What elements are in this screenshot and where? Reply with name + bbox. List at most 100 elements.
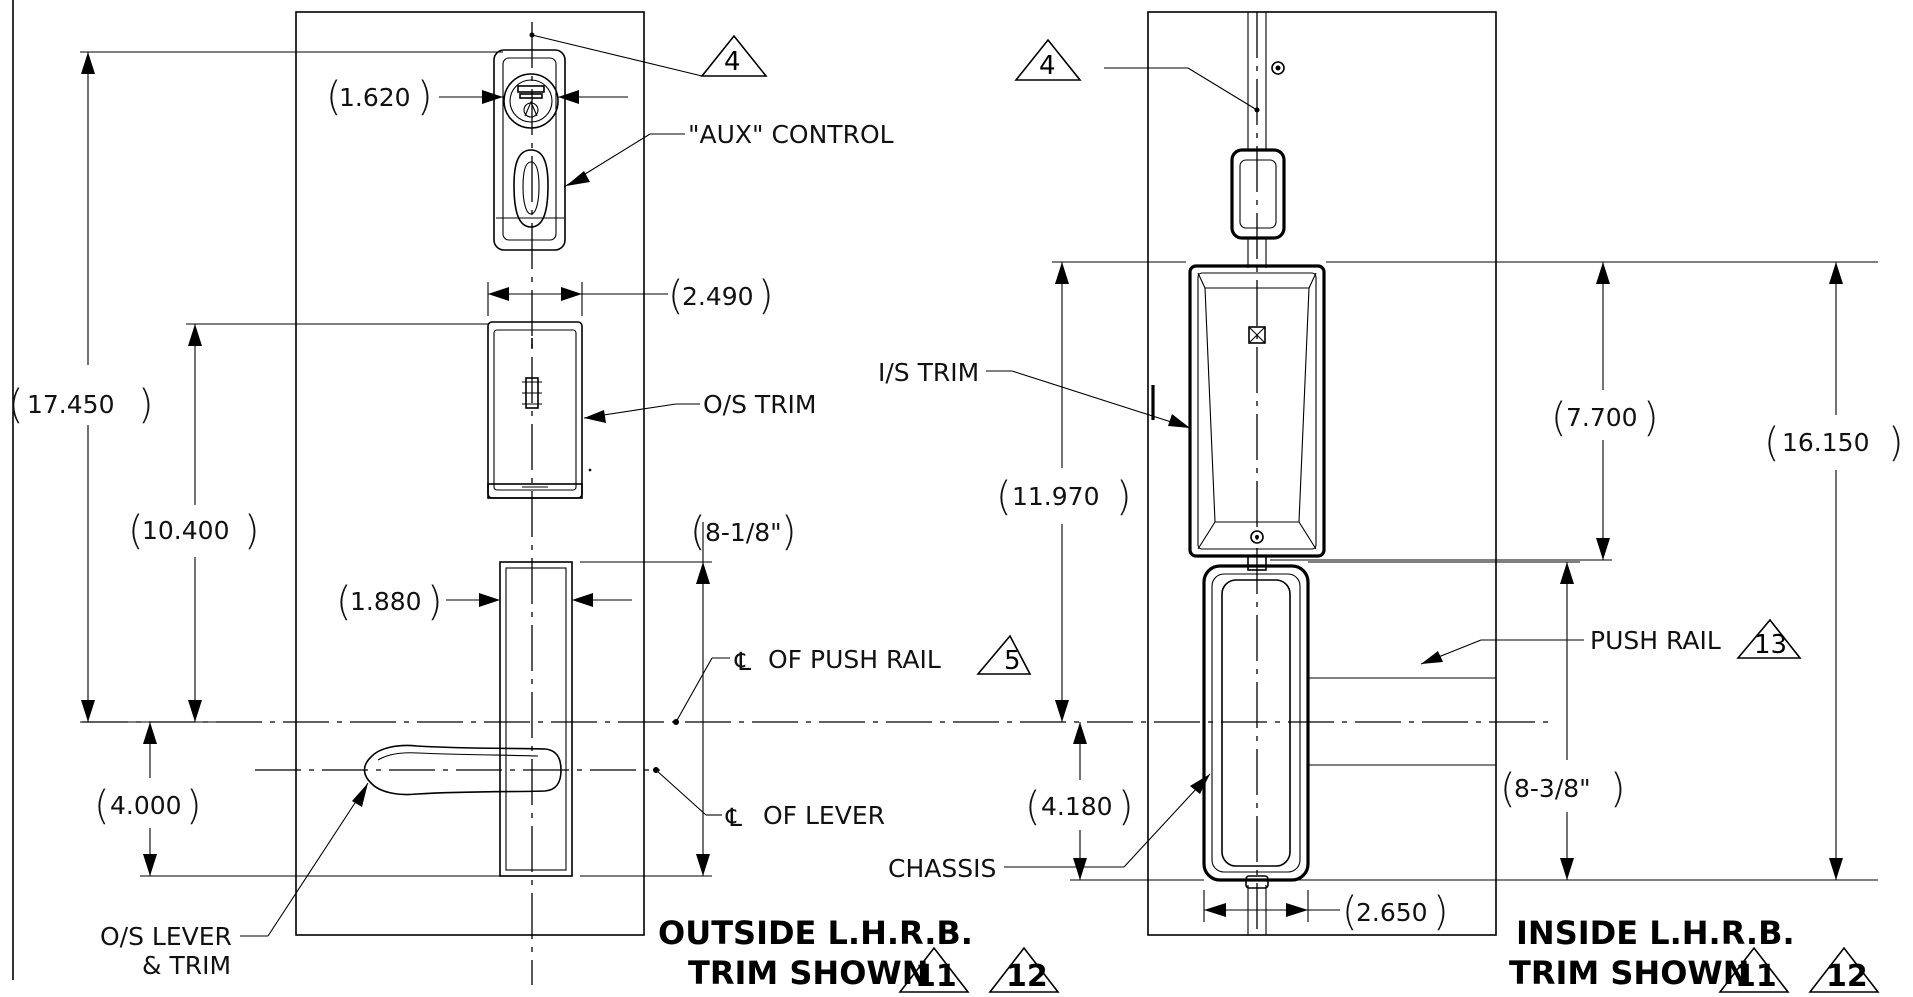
callout-push-rail-text: PUSH RAIL [1590,626,1721,655]
trim-connector [1247,555,1267,571]
svg-text:): ) [244,508,260,554]
dim-overall-height-inside-text: 16.150 [1782,428,1869,457]
outside-title-ref-1: 11 [915,959,957,994]
svg-text:): ) [186,783,202,829]
dim-lever-width: ( 1.880 ) [336,579,632,625]
callout-os-lever-line1: O/S LEVER [100,922,232,951]
callout-top-ref-inside: 4 [1014,38,1260,113]
dim-chassis-height: ( 11.970 ) [996,261,1186,722]
callout-push-rail-center: ℄ OF PUSH RAIL 5 [673,634,1032,725]
callout-is-trim-text: I/S TRIM [878,358,979,387]
svg-text:): ) [1433,889,1449,935]
callout-chassis-text: CHASSIS [888,854,996,883]
inside-door-panel [1147,11,1497,936]
callout-os-trim: O/S TRIM [583,390,817,423]
svg-text:(: ( [1551,395,1567,441]
svg-text:): ) [781,509,797,555]
svg-text:(: ( [1500,766,1516,812]
inside-title-line2: TRIM SHOWN [1509,954,1749,992]
centerline-symbol-rail: ℄ [734,647,751,676]
dim-key-width: ( 1.620 ) [326,74,628,120]
callout-aux-control-text: "AUX" CONTROL [688,120,894,149]
callout-lever-center: ℄ OF LEVER [653,767,885,832]
dim-is-trim-height-text: 7.700 [1566,403,1638,432]
callout-chassis: CHASSIS [888,773,1211,883]
callout-push-rail: PUSH RAIL 13 [1420,618,1802,665]
dim-key-width-text: 1.620 [339,83,411,112]
outside-door-panel [295,11,645,936]
dim-chassis-width-text: 2.650 [1356,898,1428,927]
svg-text:): ) [1888,420,1904,466]
svg-text:): ) [138,382,154,428]
lever-rose-plate [499,561,573,877]
dim-trim-height-outside-text: 10.400 [142,516,229,545]
callout-aux-control: "AUX" CONTROL [563,120,894,188]
dim-trim-width: ( 2.490 ) [487,273,774,319]
aux-control-module [493,49,566,251]
callout-os-trim-text: O/S TRIM [703,390,817,419]
callout-top-ref-outside-num: 4 [724,47,741,77]
dim-lever-height-text: 8-1/8" [705,518,782,547]
dim-chassis-width: ( 2.650 ) [1203,889,1449,935]
dim-overall-height-inside: ( 16.150 ) [1270,261,1904,881]
centerline-symbol-lever: ℄ [725,803,742,832]
inside-title-ref-1: 11 [1735,959,1777,994]
dim-lever-offset-text: 4.000 [110,791,182,820]
inside-title-line1: INSIDE L.H.R.B. [1516,914,1795,952]
svg-text:(: ( [8,382,24,428]
outside-view: ( 1.620 ) ( 2.490 ) ( 17.450 ) [8,11,1555,994]
svg-text:): ) [1116,474,1132,520]
dim-overall-height-outside: ( 17.450 ) [8,51,503,723]
svg-text:): ) [417,74,433,120]
dim-chassis-offset: ( 4.180 ) [1025,722,1204,881]
svg-text:(: ( [996,474,1012,520]
outside-title-ref-2: 12 [1006,959,1048,994]
top-screw [1271,61,1285,75]
dim-lever-offset: ( 4.000 ) [94,722,500,877]
dim-overall-height-outside-text: 17.450 [27,390,114,419]
svg-text:(: ( [1342,889,1358,935]
callout-top-ref-inside-num: 4 [1039,51,1056,81]
push-rail-body [1308,677,1496,766]
dim-trim-width-text: 2.490 [682,282,754,311]
dim-is-trim-height: ( 7.700 ) [1270,261,1659,561]
svg-text:): ) [427,579,443,625]
inside-aux-module [1230,148,1286,240]
callout-push-rail-ref: 13 [1754,630,1787,660]
svg-text:): ) [1118,784,1134,830]
svg-text:(: ( [128,508,144,554]
svg-text:): ) [1610,766,1626,812]
callout-top-ref-outside: 4 [529,32,768,77]
svg-text:(: ( [1025,784,1041,830]
os-lever [363,744,562,796]
dim-trim-height-outside: ( 10.400 ) [128,323,488,722]
svg-text:(: ( [336,579,352,625]
inside-view: ( 11.970 ) ( 4.180 ) ( 7.700 ) [878,11,1904,994]
dim-push-rail-height-text: 8-3/8" [1514,774,1591,803]
svg-text:): ) [1643,395,1659,441]
dim-chassis-height-text: 11.970 [1012,482,1099,511]
os-trim [487,321,592,499]
dim-lever-width-text: 1.880 [350,587,422,616]
callout-lever-center-text: OF LEVER [763,801,885,830]
svg-text:(: ( [326,74,342,120]
svg-text:(: ( [690,509,706,555]
outside-title: OUTSIDE L.H.R.B. TRIM SHOWN 11 12 [658,914,1060,994]
inside-title-ref-2: 12 [1826,959,1868,994]
svg-text:(: ( [94,783,110,829]
callout-push-rail-center-ref: 5 [1004,646,1021,676]
callout-is-trim: I/S TRIM [878,358,1191,429]
svg-text:(: ( [1764,420,1780,466]
svg-text:): ) [758,273,774,319]
dim-lever-height: ( 8-1/8" ) [580,509,797,877]
outside-title-line1: OUTSIDE L.H.R.B. [658,914,973,952]
outside-title-line2: TRIM SHOWN [688,954,928,992]
dim-chassis-offset-text: 4.180 [1041,792,1113,821]
callout-os-lever-line2: & TRIM [142,951,231,980]
callout-push-rail-center-text: OF PUSH RAIL [768,645,941,674]
inside-title: INSIDE L.H.R.B. TRIM SHOWN 11 12 [1509,914,1880,994]
chassis [1202,564,1310,889]
callout-os-lever: O/S LEVER & TRIM [100,782,369,980]
svg-text:(: ( [668,273,684,319]
